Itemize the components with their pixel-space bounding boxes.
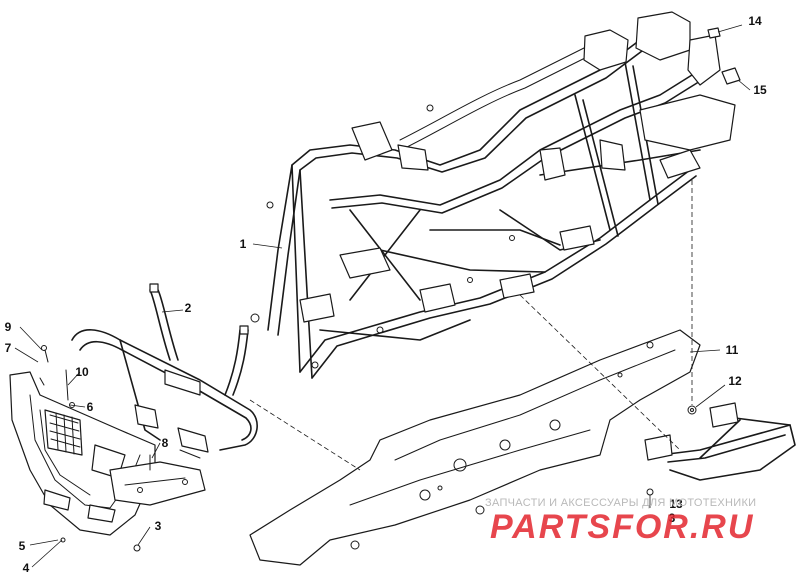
main-frame (250, 11, 736, 379)
callout-6: 6 (87, 400, 94, 414)
callout-10: 10 (75, 365, 89, 379)
hardware-14 (707, 27, 721, 39)
callout-12: 12 (728, 374, 742, 388)
callout-labels: 1 2 3 3 4 5 6 7 8 9 10 11 12 13 14 15 (5, 14, 767, 575)
callout-15: 15 (753, 83, 767, 97)
grille (49, 412, 81, 455)
watermark: ЗАПЧАСТИ И АКСЕССУАРЫ ДЛЯ МОТОТЕХНИКИ PA… (485, 497, 756, 546)
hardware-15 (721, 67, 741, 85)
bumper-lower-plate (109, 461, 206, 506)
callout-7: 7 (5, 341, 12, 355)
skid-plate (249, 329, 701, 566)
callout-11: 11 (726, 343, 739, 357)
hardware-bolts (39, 345, 654, 552)
callout-2: 2 (185, 301, 192, 315)
callout-8: 8 (162, 436, 169, 450)
callout-3: 3 (155, 519, 162, 533)
callout-5: 5 (19, 539, 26, 553)
watermark-logo: PARTSFOR.RU (490, 508, 754, 546)
callout-4: 4 (23, 561, 30, 575)
callout-13: 13 (669, 497, 683, 511)
callout-14: 14 (748, 14, 762, 28)
hardware-12 (687, 405, 697, 415)
front-fascia (9, 371, 156, 536)
callout-3: 3 (669, 511, 676, 525)
callout-9: 9 (5, 320, 12, 334)
watermark-tagline: ЗАПЧАСТИ И АКСЕССУАРЫ ДЛЯ МОТОТЕХНИКИ (485, 497, 756, 509)
tow-hitch (644, 402, 796, 481)
callout-1: 1 (240, 237, 247, 251)
front-bumper (71, 283, 258, 459)
leader-lines (14, 24, 751, 568)
